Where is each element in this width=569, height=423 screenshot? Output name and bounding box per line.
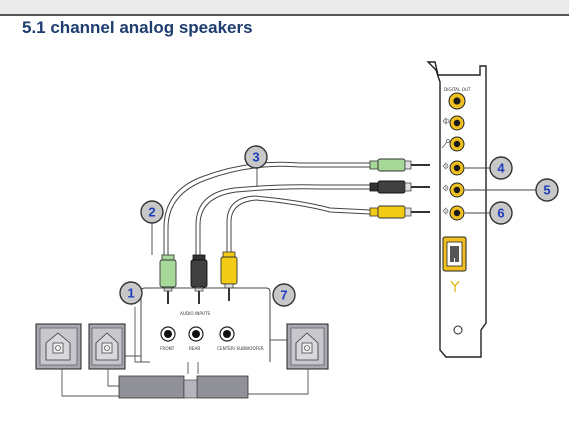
- svg-text:1: 1: [127, 286, 134, 301]
- svg-text:2: 2: [148, 205, 155, 220]
- page-title: 5.1 channel analog speakers: [22, 18, 253, 37]
- callout-4: 4: [465, 156, 513, 180]
- callout-3: 3: [244, 145, 268, 187]
- callout-7: 7: [272, 283, 296, 307]
- mic-in-jack[interactable]: [449, 136, 465, 152]
- svg-text:7: 7: [280, 288, 287, 303]
- front-input-label: FRONT: [160, 346, 175, 351]
- speaker-out-icon: [442, 162, 449, 215]
- front-out-jack[interactable]: [449, 160, 465, 176]
- cable-bundle: [163, 161, 371, 255]
- callout-6: 6: [465, 201, 513, 225]
- speaker-wiring: [61, 307, 309, 397]
- svg-text:3: 3: [252, 150, 259, 165]
- rear-input-jack[interactable]: [188, 326, 204, 342]
- subwoofer: [118, 375, 249, 399]
- line-in-icon: [442, 117, 450, 125]
- rear-plug-card-side: [369, 180, 430, 194]
- center-plug-card-side: [369, 205, 430, 219]
- svg-text:6: 6: [497, 206, 504, 221]
- center-plug-speaker-side: [220, 251, 238, 301]
- left-speaker-rear: [35, 323, 82, 370]
- audio-inputs-heading: AUDIO INPUTS: [180, 311, 211, 316]
- firewire-port[interactable]: [442, 236, 467, 272]
- line-in-jack[interactable]: [449, 115, 465, 131]
- rear-input-label: REAR: [189, 346, 200, 351]
- callout-1: 1: [119, 281, 143, 305]
- center-out-jack[interactable]: [449, 205, 465, 221]
- bracket-screw-hole: [453, 325, 463, 335]
- svg-text:5: 5: [543, 183, 550, 198]
- sound-card-bracket: DIGITAL OUT: [426, 61, 487, 358]
- digital-out-label: DIGITAL OUT: [444, 87, 471, 92]
- top-bar: [0, 0, 569, 16]
- front-input-jack[interactable]: [160, 326, 176, 342]
- front-plug-card-side: [369, 158, 430, 172]
- callout-2: 2: [140, 200, 164, 255]
- center-input-label: CENTER/ SUBWOOFER: [217, 346, 264, 351]
- svg-text:4: 4: [497, 161, 505, 176]
- audio-inputs-panel: AUDIO INPUTS FRONT REAR CENTER/ SUBWOOFE…: [140, 287, 271, 362]
- digital-out-jack[interactable]: [448, 92, 466, 110]
- rear-out-jack[interactable]: [449, 182, 465, 198]
- center-subwoofer-input-jack[interactable]: [219, 326, 235, 342]
- callout-5: 5: [465, 178, 559, 202]
- rear-plug-speaker-side: [190, 254, 208, 304]
- microphone-icon: [441, 139, 450, 149]
- firewire-icon: [450, 280, 460, 292]
- left-speaker-front: [88, 323, 126, 370]
- front-plug-speaker-side: [159, 254, 177, 304]
- right-speaker: [286, 323, 329, 370]
